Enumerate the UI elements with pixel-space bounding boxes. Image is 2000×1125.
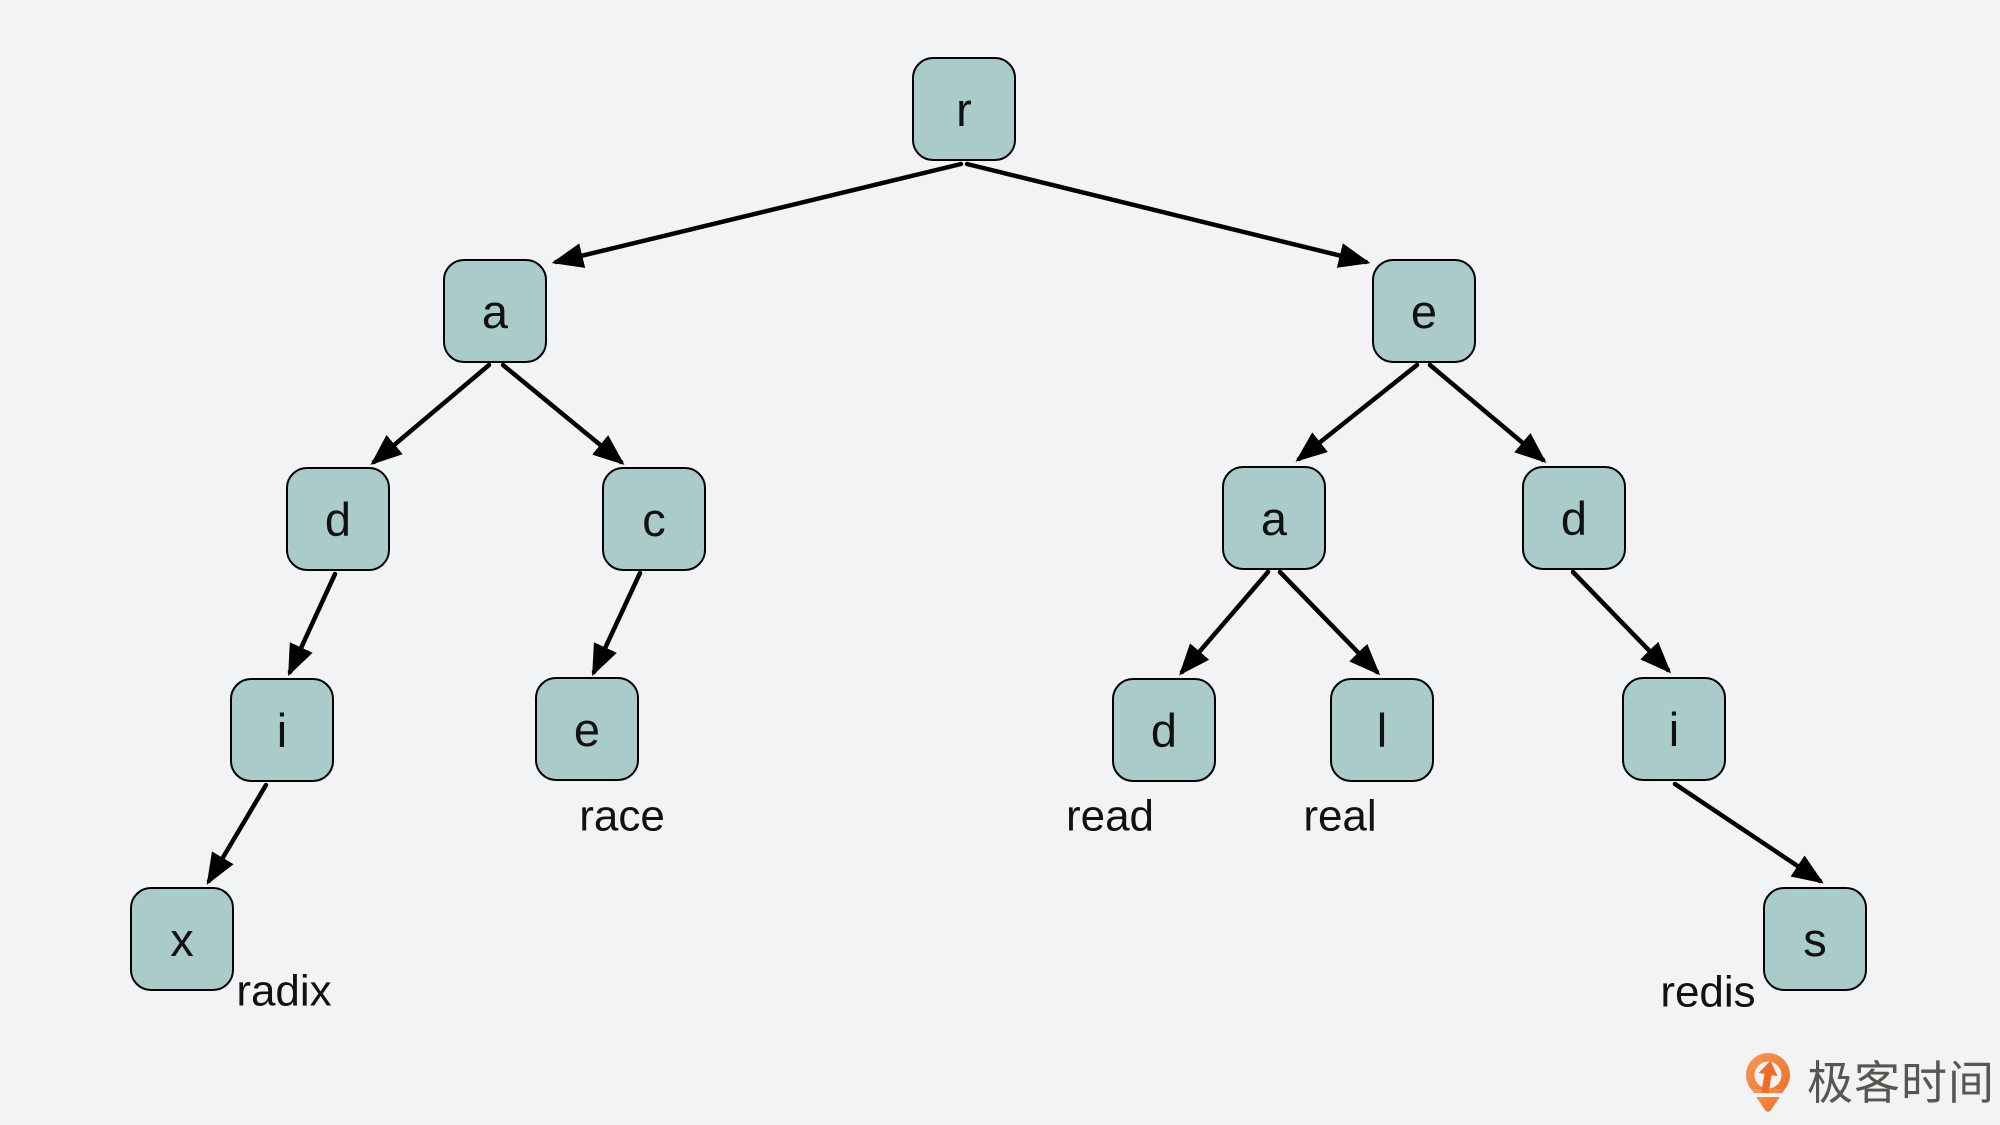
tree-node-i-right: i <box>1622 677 1726 781</box>
word-label-redis: redis <box>1660 967 1756 1017</box>
geektime-logo-icon <box>1746 1053 1790 1112</box>
tree-node-c: c <box>602 467 706 571</box>
tree-node-i-left: i <box>230 678 334 782</box>
tree-edge-c-to-e-mid <box>591 570 643 677</box>
tree-edge-r-to-a-left <box>551 161 964 268</box>
node-letter: e <box>573 702 601 756</box>
node-letter: a <box>1260 491 1288 545</box>
tree-edge-i-right-to-s <box>1672 781 1824 884</box>
tree-edge-a-left-to-c <box>500 362 625 465</box>
tree-node-d-mid: d <box>1112 678 1216 782</box>
node-letter: i <box>1668 702 1680 756</box>
tree-node-a-right: a <box>1222 466 1326 570</box>
tree-edge-a-left-to-d-left <box>370 362 492 465</box>
tree-node-e-mid: e <box>535 677 639 781</box>
tree-edge-e-right-to-a-right <box>1295 362 1420 462</box>
word-label-read: read <box>1065 791 1155 841</box>
tree-edge-a-right-to-d-mid <box>1179 569 1271 676</box>
node-letter: l <box>1376 703 1388 757</box>
node-letter: d <box>1150 703 1178 757</box>
node-letter: i <box>276 703 288 757</box>
node-letter: c <box>642 492 666 546</box>
word-label-radix: radix <box>236 966 332 1016</box>
word-label-race: race <box>579 791 665 841</box>
tree-node-e-right: e <box>1372 259 1476 363</box>
tree-edge-e-right-to-d-right <box>1427 362 1547 463</box>
tree-edge-d-left-to-i-left <box>287 571 338 677</box>
tree-node-d-left: d <box>286 467 390 571</box>
word-label-real: real <box>1303 791 1377 841</box>
node-letter: x <box>170 912 194 966</box>
node-letter: s <box>1803 912 1827 966</box>
tree-node-a-left: a <box>443 259 547 363</box>
tree-node-l: l <box>1330 678 1434 782</box>
node-letter: r <box>956 82 972 136</box>
tree-node-x: x <box>130 887 234 991</box>
tree-node-s: s <box>1763 887 1867 991</box>
tree-edge-a-right-to-l <box>1277 569 1381 676</box>
geektime-logo-text: 极客时间 <box>1807 1057 1995 1109</box>
tree-edge-i-left-to-x <box>206 782 269 885</box>
geektime-logo: 极客时间 <box>1745 1053 1995 1113</box>
tree-edge-d-right-to-i-right <box>1570 569 1672 674</box>
node-letter: d <box>1560 491 1588 545</box>
tree-edge-r-to-e-right <box>964 161 1371 268</box>
node-letter: e <box>1410 284 1438 338</box>
tree-node-r: r <box>912 57 1016 161</box>
node-letter: d <box>324 492 352 546</box>
node-letter: a <box>481 284 509 338</box>
tree-node-d-right: d <box>1522 466 1626 570</box>
